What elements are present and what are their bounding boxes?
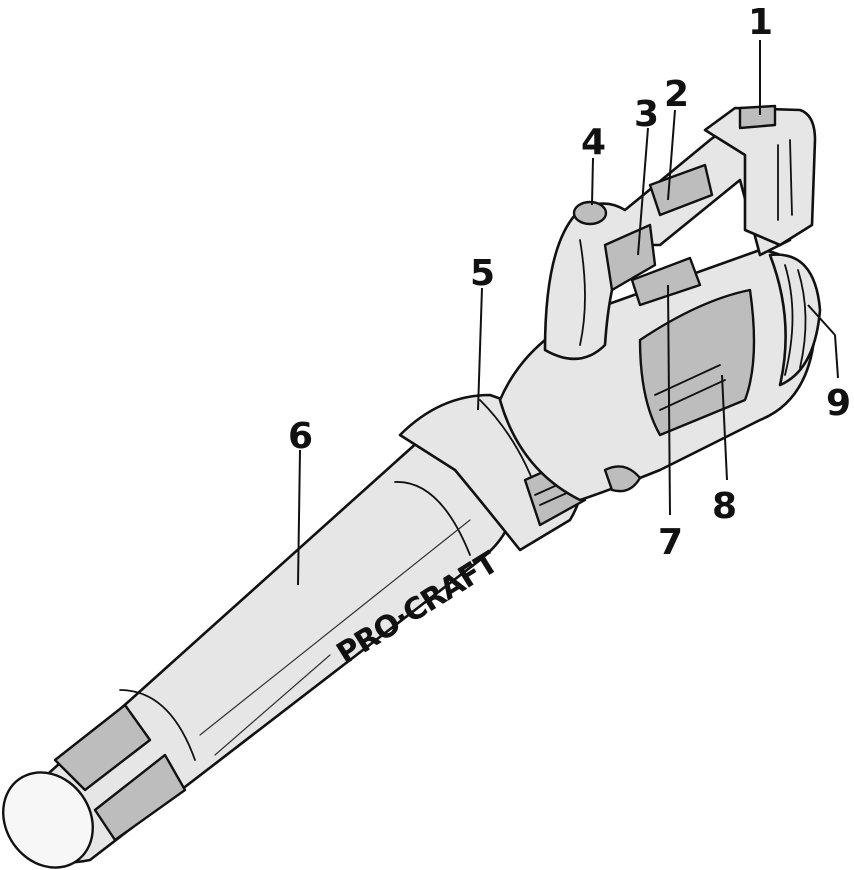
callout-labels: 1 2 3 4 5 6 7 8 9 — [288, 2, 851, 563]
power-switch — [572, 200, 608, 226]
callout-2: 2 — [664, 74, 689, 115]
handle — [543, 128, 792, 361]
callout-6: 6 — [288, 416, 313, 457]
callout-1: 1 — [748, 2, 773, 43]
leader-7 — [667, 284, 671, 516]
leader-6 — [297, 449, 301, 586]
battery-pack — [703, 104, 817, 247]
callout-3: 3 — [634, 94, 659, 135]
callout-4: 4 — [581, 122, 606, 163]
leader-4 — [591, 157, 594, 206]
leader-3 — [637, 127, 649, 256]
callout-7: 7 — [658, 522, 683, 563]
leader-2 — [667, 109, 676, 201]
leader-9 — [834, 334, 839, 379]
leader-9b — [807, 304, 836, 336]
leader-8 — [721, 374, 728, 481]
blower-tube — [2, 426, 515, 869]
callout-8: 8 — [712, 486, 737, 527]
leader-lines — [297, 40, 839, 586]
callout-9: 9 — [826, 383, 851, 424]
leader-5 — [477, 287, 483, 411]
callout-5: 5 — [470, 253, 495, 294]
air-intake-cover — [768, 253, 822, 387]
